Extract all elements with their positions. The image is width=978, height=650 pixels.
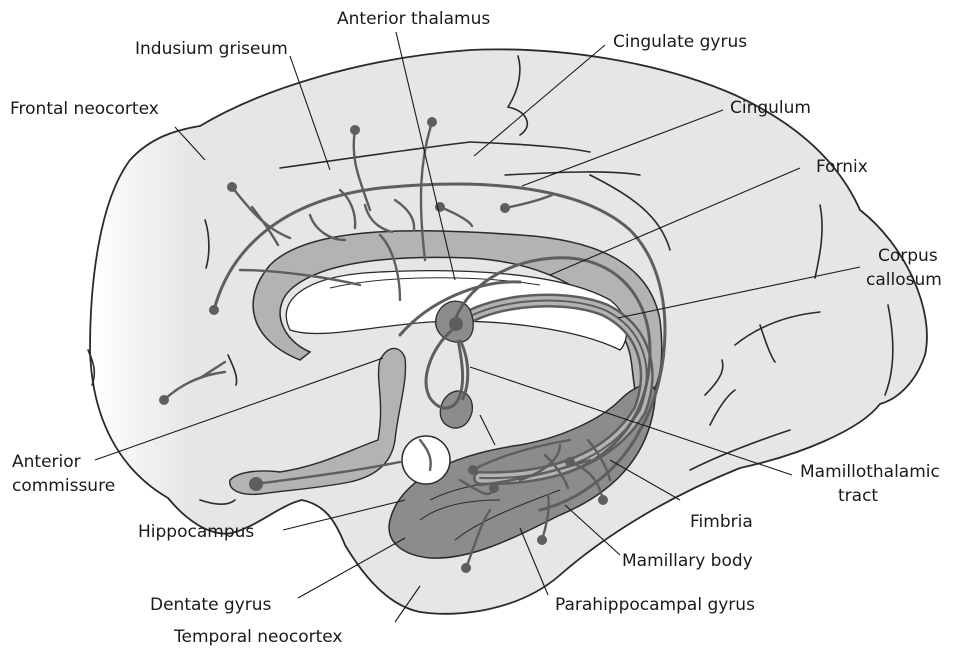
label-anterior-thalamus: Anterior thalamus <box>337 9 490 29</box>
label-cingulum: Cingulum <box>730 98 811 118</box>
label-parahippocampal-gyrus: Parahippocampal gyrus <box>555 595 755 615</box>
label-dentate-gyrus: Dentate gyrus <box>150 595 272 615</box>
white-nucleus <box>402 436 450 484</box>
label-anterior-commissure-line2: commissure <box>12 476 115 496</box>
label-cingulate-gyrus: Cingulate gyrus <box>613 32 747 52</box>
label-anterior-commissure-line1: Anterior <box>12 452 81 472</box>
label-frontal-neocortex: Frontal neocortex <box>10 99 159 119</box>
label-indusium-griseum: Indusium griseum <box>135 39 288 59</box>
label-mamillary-body: Mamillary body <box>622 551 753 571</box>
label-fimbria: Fimbria <box>690 512 753 532</box>
label-corpus-callosum-line1: Corpus <box>878 246 938 266</box>
label-mamillothalamic-line1: Mamillothalamic <box>800 462 940 482</box>
label-temporal-neocortex: Temporal neocortex <box>173 627 343 647</box>
label-corpus-callosum-line2: callosum <box>866 270 942 290</box>
label-fornix: Fornix <box>816 157 868 177</box>
label-mamillothalamic-line2: tract <box>838 486 878 506</box>
label-hippocampus: Hippocampus <box>138 522 254 542</box>
